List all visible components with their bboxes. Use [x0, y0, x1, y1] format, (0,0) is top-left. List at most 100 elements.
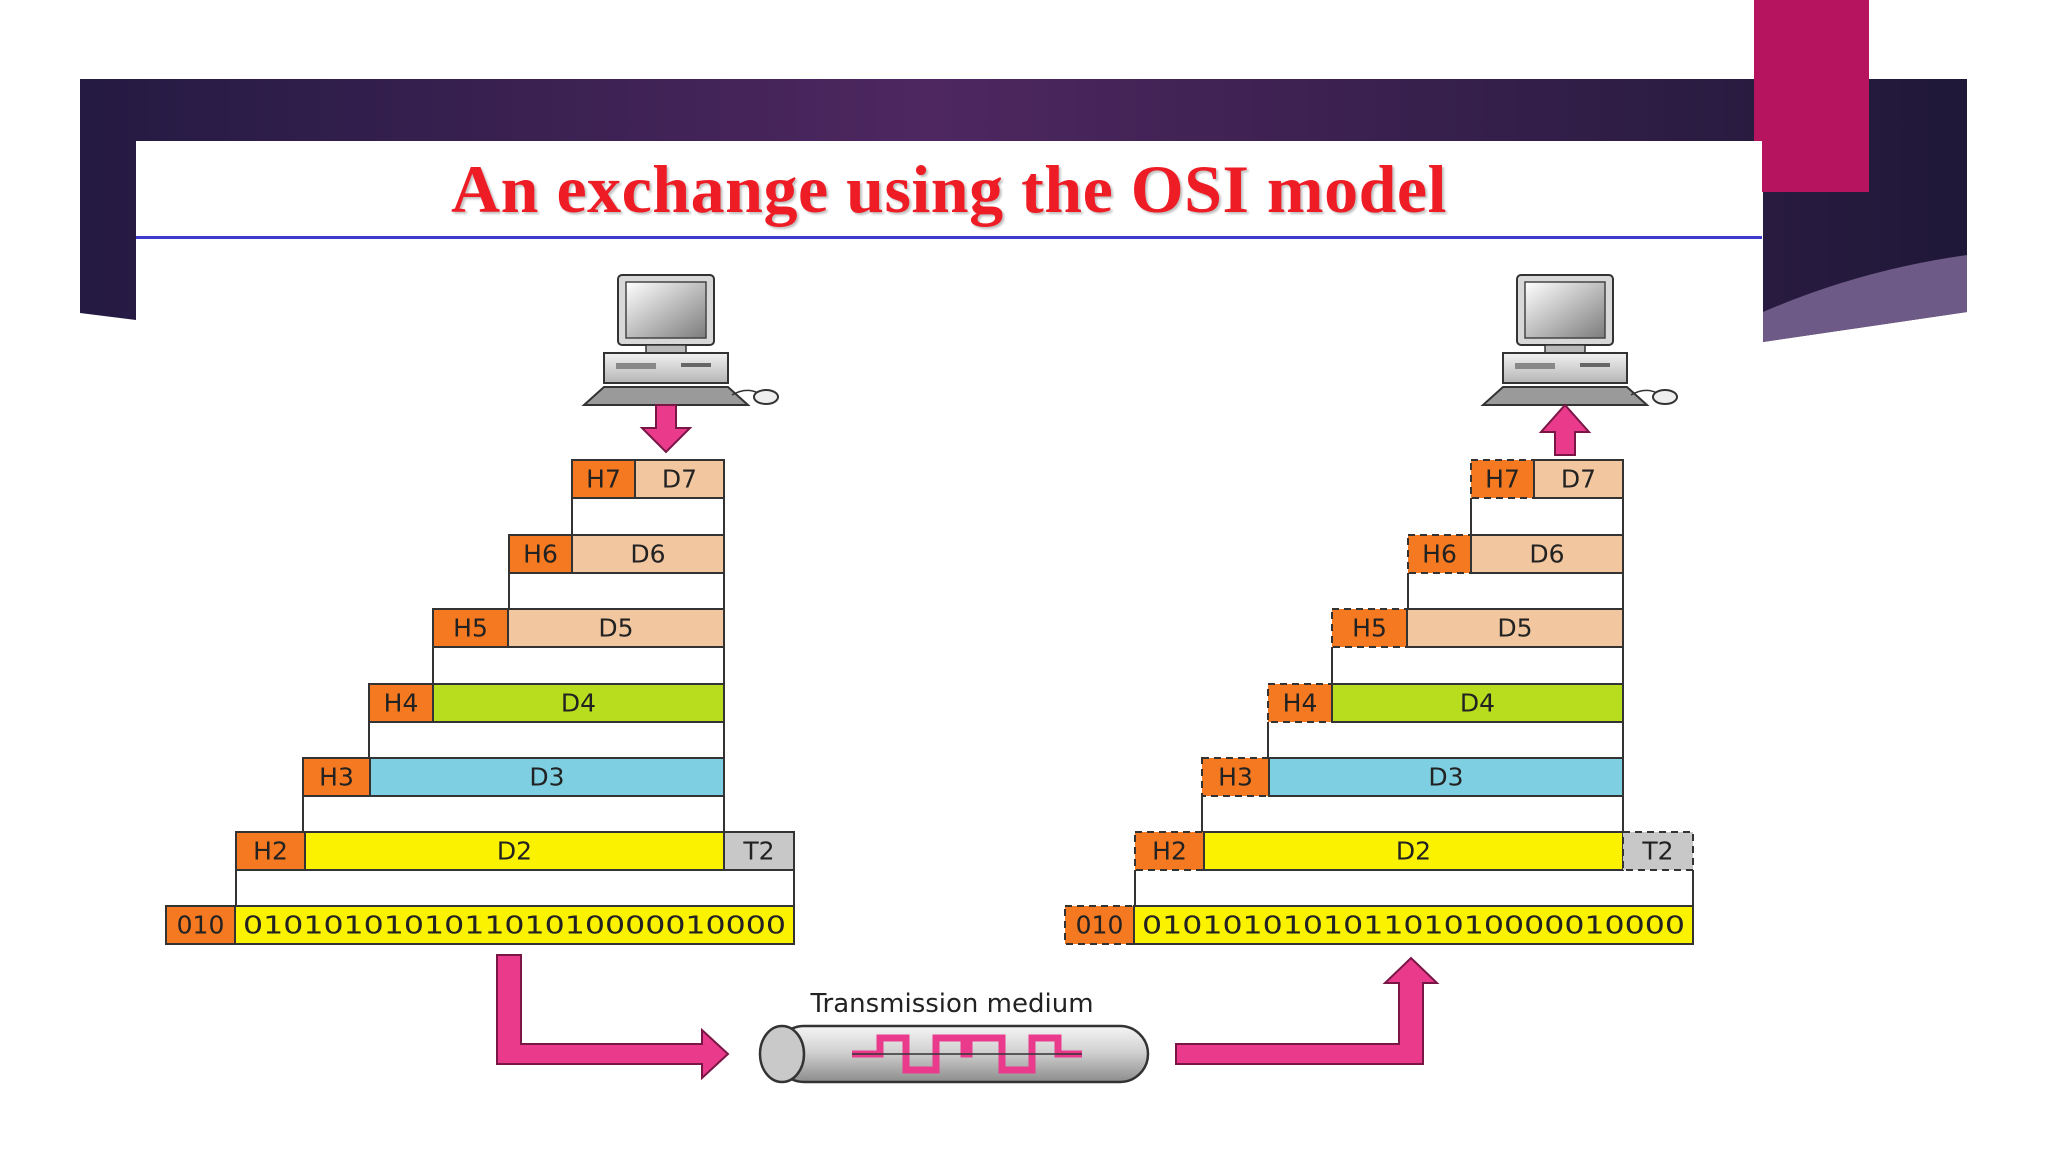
data-box	[571, 534, 725, 574]
header-label: H4	[1283, 689, 1318, 718]
cable-end	[758, 1024, 806, 1084]
data-label: D3	[1428, 763, 1463, 792]
header-label: H5	[453, 614, 488, 643]
header-label: H2	[1152, 837, 1187, 866]
disk-slot	[1515, 363, 1555, 369]
bit-stream-row: 010 010101010101101010000010000	[1064, 905, 1694, 945]
header-label: H6	[1422, 540, 1457, 569]
desktop-computer-icon	[581, 274, 779, 406]
data-box	[432, 683, 725, 723]
up-arrow-icon	[1538, 403, 1592, 456]
layer-row-h5: H5 D5	[1331, 608, 1624, 684]
data-box	[1331, 683, 1624, 723]
accent-block	[1754, 0, 1869, 192]
header-box	[1267, 683, 1333, 723]
data-box	[634, 459, 725, 499]
header-label: H6	[523, 540, 558, 569]
bit-stream-row: 010 010101010101101010000010000	[165, 905, 795, 945]
header-label: H4	[384, 689, 419, 718]
layer-row-h6: H6 D6	[1407, 534, 1624, 609]
data-label: D6	[1529, 540, 1564, 569]
bits-prefix-label: 010	[177, 911, 225, 940]
data-label: D5	[1497, 614, 1532, 643]
transmission-medium: Transmission medium	[496, 954, 1440, 1084]
drive-slot	[681, 363, 711, 367]
mouse	[1652, 389, 1678, 405]
data-box	[507, 608, 725, 648]
header-box	[1134, 831, 1205, 871]
data-label: D3	[529, 763, 564, 792]
header-box	[571, 459, 636, 499]
layer-row-h3: H3 D3	[302, 757, 725, 832]
title-rule	[136, 236, 1762, 239]
layer-row-h5: H5 D5	[432, 608, 725, 684]
monitor-stand	[645, 344, 687, 354]
drive-slot	[1580, 363, 1610, 367]
monitor-screen	[1524, 281, 1606, 339]
data-label: D5	[598, 614, 633, 643]
header-label: H7	[1485, 465, 1520, 494]
transmission-medium-label: Transmission medium	[809, 989, 1093, 1019]
header-box	[1331, 608, 1408, 648]
layer-row-h6: H6 D6	[508, 534, 725, 609]
layer-row-h4: H4 D4	[368, 683, 725, 758]
keyboard	[581, 386, 751, 406]
data-box	[369, 757, 725, 797]
data-label: D6	[630, 540, 665, 569]
data-box	[1406, 608, 1624, 648]
data-box	[1268, 757, 1624, 797]
header-box	[432, 608, 509, 648]
header-box	[302, 757, 371, 797]
disk-slot	[616, 363, 656, 369]
header-label: H7	[586, 465, 621, 494]
bits-prefix-box	[1064, 905, 1135, 945]
data-label: D4	[561, 689, 596, 718]
mouse	[753, 389, 779, 405]
layer-row-h4: H4 D4	[1267, 683, 1624, 758]
outgoing-arrow-icon	[496, 954, 730, 1081]
layer-row-h3: H3 D3	[1201, 757, 1624, 832]
trailer-box	[723, 831, 795, 871]
header-label: H5	[1352, 614, 1387, 643]
bits-box	[234, 905, 795, 945]
layer-row-h2: H2 D2 T2	[1134, 831, 1694, 906]
header-box	[508, 534, 573, 574]
header-label: H3	[1218, 763, 1253, 792]
data-label: D7	[662, 465, 697, 494]
header-label: H2	[253, 837, 288, 866]
bits-label: 010101010101101010000010000	[1142, 911, 1685, 940]
layer-row-h7: H7 D7	[571, 459, 725, 535]
title-banner	[80, 0, 1967, 342]
data-box	[1470, 534, 1624, 574]
title-panel	[136, 141, 1762, 237]
desktop-computer-icon	[1480, 274, 1678, 406]
trailer-box	[1622, 831, 1694, 871]
header-box	[1407, 534, 1472, 574]
incoming-arrow-icon	[1175, 956, 1440, 1065]
data-box	[1533, 459, 1624, 499]
keyboard	[1480, 386, 1650, 406]
bits-prefix-label: 010	[1076, 911, 1124, 940]
data-label: D4	[1460, 689, 1495, 718]
trailer-label: T2	[742, 837, 774, 866]
monitor-stand	[1544, 344, 1586, 354]
trailer-label: T2	[1641, 837, 1673, 866]
header-box	[1470, 459, 1535, 499]
bits-label: 010101010101101010000010000	[243, 911, 786, 940]
slide-title: An exchange using the OSI model	[451, 150, 1447, 227]
bits-prefix-box	[165, 905, 236, 945]
monitor-screen	[625, 281, 707, 339]
down-arrow-icon	[639, 404, 693, 454]
data-label: D2	[1396, 837, 1431, 866]
header-label: H3	[319, 763, 354, 792]
bits-box	[1133, 905, 1694, 945]
data-box	[304, 831, 725, 871]
banner-corner-wave	[1763, 255, 1967, 342]
data-label: D7	[1561, 465, 1596, 494]
layer-row-h7: H7 D7	[1470, 459, 1624, 535]
